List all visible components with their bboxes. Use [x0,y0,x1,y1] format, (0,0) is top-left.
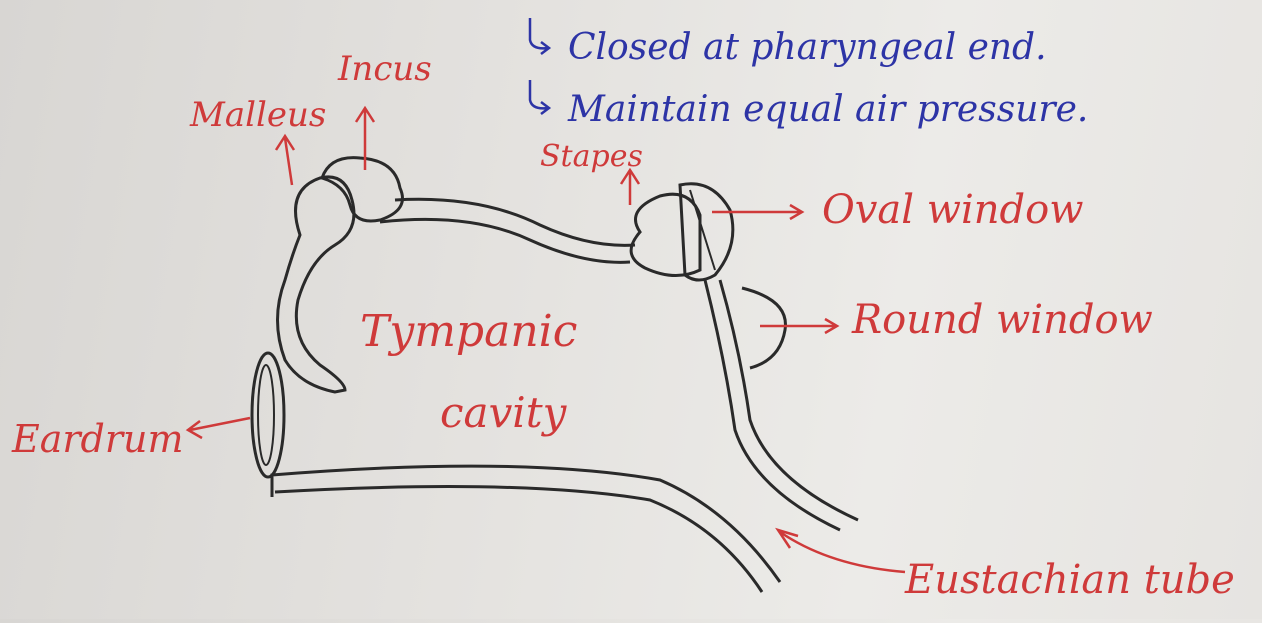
malleus-label: Malleus [190,98,326,132]
malleus-shape [278,177,354,392]
oval-window-arrow [712,205,802,219]
round-window-shape [742,288,785,368]
note-1-bullet [530,18,549,54]
eardrum-label: Eardrum [12,420,184,458]
eardrum-inner-shape [258,365,274,465]
round-window-arrow [760,319,837,333]
stapes-arrow [621,170,639,205]
eardrum-arrow [188,418,250,438]
incus-shape [322,158,403,221]
tympanic-cavity-label-line2: cavity [440,392,566,434]
stapes-shape [631,194,700,275]
round-window-label: Round window [852,300,1153,340]
oval-window-detail [690,190,715,270]
note-closed-pharyngeal: Closed at pharyngeal end. [568,30,1047,66]
eustachian-tube-label: Eustachian tube [905,560,1235,600]
malleus-arrow [276,136,294,185]
oval-window-label: Oval window [822,190,1083,230]
inner-wall-inner [705,280,840,530]
cavity-floor-inner [275,487,762,592]
tympanic-cavity-label-line1: Tympanic [360,310,577,354]
inner-wall-outer [720,280,858,520]
stapes-label: Stapes [540,142,643,172]
incus-process-upper [395,199,635,245]
note-equal-air-pressure: Maintain equal air pressure. [568,92,1088,128]
eardrum-shape [252,353,284,477]
note-2-bullet [530,80,549,114]
eustachian-tube-arrow [778,530,905,572]
incus-label: Incus [338,52,432,86]
cavity-floor-outer [272,466,780,582]
